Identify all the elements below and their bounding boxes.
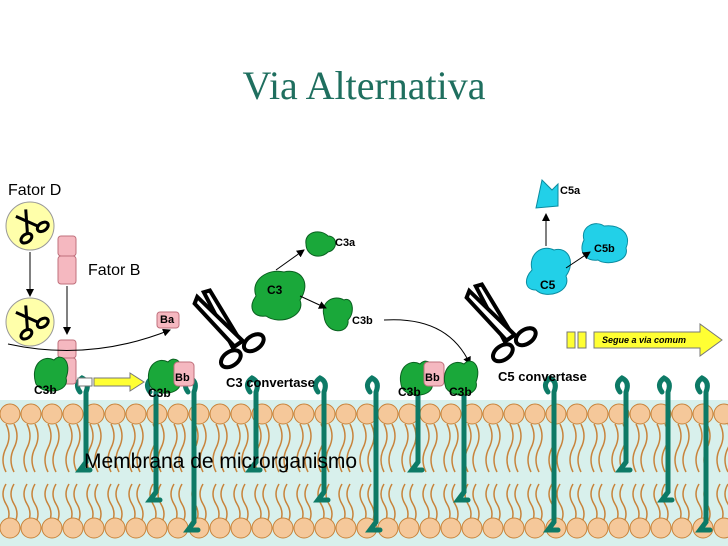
c5-convertase-scissors-icon (464, 282, 538, 364)
c3b-label-4: C3b (449, 385, 472, 399)
c3b-product (322, 297, 353, 332)
c3b-molecule-1 (34, 356, 69, 392)
c3b-label-2: C3b (148, 386, 171, 400)
c3b-label-1: C3b (34, 383, 57, 397)
membrane (0, 375, 728, 546)
yellow-progress-arrow (77, 372, 145, 392)
c3b-deposition-arrow (383, 319, 471, 365)
c5-to-c5b-arrow (565, 251, 591, 269)
page-title: Via Alternativa (242, 63, 486, 108)
c3a-fragment (305, 231, 336, 257)
segue-arrow (566, 323, 723, 357)
bb-label-2: Bb (425, 372, 440, 384)
fator-b-molecule (57, 235, 77, 285)
c5-convertase-label: C5 convertase (498, 369, 587, 384)
membrane-label: Membrana de microrganismo (84, 450, 358, 473)
c3a-label: C3a (335, 237, 356, 249)
fator-b-label: Fator B (88, 262, 141, 279)
c5a-fragment (535, 178, 559, 209)
ba-release-arrow (7, 328, 171, 351)
bb-fragment-2 (423, 361, 445, 387)
segue-label: Segue a via comum (602, 335, 687, 345)
c5-molecule (526, 247, 571, 295)
c3b-label-3: C3b (398, 385, 421, 399)
c5-label: C5 (540, 278, 556, 292)
c3-to-c3a-arrow (275, 249, 305, 271)
c3b-molecule-4 (444, 360, 479, 396)
c3-to-c3b-arrow (299, 295, 327, 309)
c5a-label: C5a (560, 185, 581, 197)
fator-d-scissors-icon (5, 201, 55, 251)
c3b-product-label: C3b (352, 315, 373, 327)
c5b-label: C5b (594, 243, 615, 255)
c3-convertase-scissors-icon (192, 288, 266, 370)
bb-label-1: Bb (175, 372, 190, 384)
fator-d-scissors-icon-2 (5, 297, 55, 347)
bb-fragment-1 (173, 361, 195, 387)
fator-d-label: Fator D (8, 182, 62, 199)
c3-molecule (251, 270, 306, 321)
c3-convertase-label: C3 convertase (226, 375, 315, 390)
ba-fragment (156, 311, 180, 329)
c3-label: C3 (267, 283, 283, 297)
ba-label: Ba (160, 314, 175, 326)
